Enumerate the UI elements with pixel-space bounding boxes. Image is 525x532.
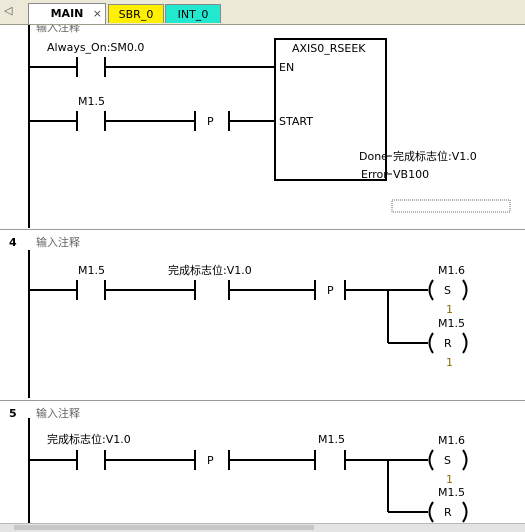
coil-type: R	[444, 337, 452, 350]
tab-sbr0[interactable]: SBR_0	[108, 4, 164, 23]
pin-done: Done	[359, 150, 388, 163]
coil-label: M1.6	[438, 264, 465, 277]
tab-main[interactable]: MAIN ×	[28, 3, 106, 24]
contact-label: M1.5	[318, 433, 345, 446]
coil-count: 1	[446, 473, 453, 486]
network5-number: 5	[9, 407, 17, 420]
pin-error: Error	[361, 168, 388, 181]
close-icon[interactable]: ×	[92, 7, 102, 20]
coil-left-arc	[428, 279, 434, 301]
coil-label: M1.6	[438, 434, 465, 447]
coil-label: M1.5	[438, 317, 465, 330]
p-label: P	[207, 454, 214, 467]
network3-comment[interactable]: 输入注释	[36, 25, 80, 34]
contact-label: 完成标志位:V1.0	[47, 432, 131, 446]
contact-label: M1.5	[78, 264, 105, 277]
tab-int0[interactable]: INT_0	[165, 4, 221, 23]
coil-count: 1	[446, 303, 453, 316]
error-output[interactable]: VB100	[393, 168, 429, 181]
p-label: P	[327, 284, 334, 297]
scrollbar-thumb[interactable]	[14, 525, 314, 530]
contact2-label: M1.5	[78, 95, 105, 108]
tab-int0-label: INT_0	[177, 8, 209, 21]
coil-type: S	[444, 454, 451, 467]
network4-number: 4	[9, 236, 17, 249]
pin-en: EN	[279, 61, 294, 74]
tab-sbr0-label: SBR_0	[118, 8, 154, 21]
cursor-box[interactable]	[391, 199, 511, 213]
function-block-box[interactable]	[274, 38, 387, 181]
ladder-editor[interactable]: 输入注释 Always_On:SM0.0 M1.5 P AXIS0_RSEEK …	[0, 25, 525, 523]
coil-count: 1	[446, 356, 453, 369]
contact1-label: Always_On:SM0.0	[47, 41, 144, 54]
network5-comment[interactable]: 输入注释	[36, 406, 80, 420]
coil-label: M1.5	[438, 486, 465, 499]
ladder-canvas: 输入注释 Always_On:SM0.0 M1.5 P AXIS0_RSEEK …	[0, 25, 525, 523]
done-output[interactable]: 完成标志位:V1.0	[393, 149, 477, 163]
pin-start: START	[279, 115, 313, 128]
network-gutter	[0, 25, 28, 523]
contact-label: 完成标志位:V1.0	[168, 263, 252, 277]
network4-comment[interactable]: 输入注释	[36, 235, 80, 249]
tab-main-label: MAIN	[50, 7, 84, 20]
function-block-title: AXIS0_RSEEK	[292, 42, 366, 55]
tab-bar: ◁ MAIN × SBR_0 INT_0	[0, 0, 525, 25]
horizontal-scrollbar[interactable]	[0, 523, 525, 532]
tab-scroll-left-icon[interactable]: ◁	[4, 4, 13, 17]
coil-type: R	[444, 506, 452, 519]
p-label: P	[207, 115, 214, 128]
coil-type: S	[444, 284, 451, 297]
